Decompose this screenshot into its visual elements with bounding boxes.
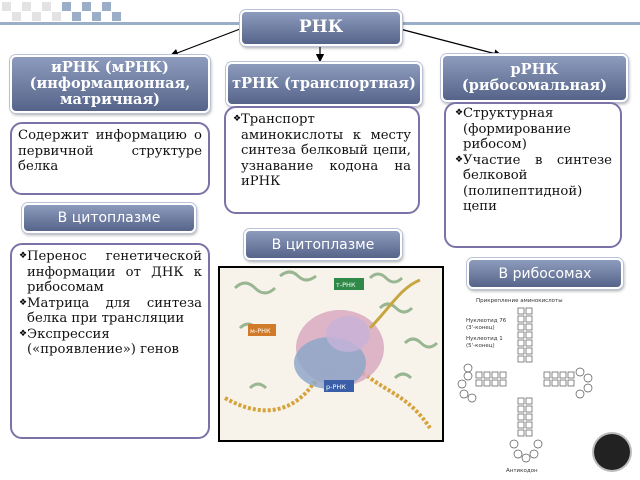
trna-location-badge: В цитоплазме	[244, 229, 402, 260]
mrna-function-2: Матрица для синтеза белка при трансляции	[19, 296, 202, 327]
decorative-checker	[0, 0, 300, 22]
header-rrna-title: рРНК (рибосомальная)	[461, 60, 608, 94]
mrna-function-1: Перенос генетической информации от ДНК к…	[19, 249, 202, 296]
mrna-description-box: Содержит информацию о первичной структур…	[10, 122, 210, 195]
label-nucleotide76: Нуклеотид 76	[466, 318, 507, 324]
label-anticodon: Антикодон	[506, 468, 538, 474]
trna-cloverleaf-diagram: Прикрепление аминокислоты Нуклеотид 76 (…	[457, 298, 593, 474]
header-mrna: иРНК (мРНК) (информационная, матричная)	[10, 55, 210, 113]
header-trna: тРНК (транспортная)	[226, 62, 422, 106]
rrna-function-1: Структурная (формирование рибосом)	[455, 106, 612, 153]
rrna-functions-box: Структурная (формирование рибосом) Участ…	[444, 102, 622, 248]
trna-description: Транспорт аминокислоты к месту синтеза б…	[233, 112, 411, 190]
label-mrna: м-РНК	[250, 327, 271, 335]
rrna-location: В рибосомах	[498, 265, 592, 282]
mrna-functions-box: Перенос генетической информации от ДНК к…	[10, 243, 210, 439]
mrna-function-3: Экспрессия («проявление») генов	[19, 327, 202, 358]
label-nucleotide1: Нуклеотид 1	[466, 336, 503, 342]
trna-location: В цитоплазме	[271, 236, 375, 253]
label-trna: т-РНК	[336, 281, 356, 289]
ribosome-translation-image: т-РНК м-РНК р-РНК	[218, 266, 444, 442]
header-trna-title: тРНК (транспортная)	[232, 74, 416, 92]
mrna-location-badge: В цитоплазме	[22, 203, 196, 233]
header-rna-title: РНК	[298, 17, 344, 38]
rrna-function-2: Участие в синтезе белковой (полипептидно…	[455, 153, 612, 215]
header-mrna-title: иРНК (мРНК) (информационная, матричная)	[29, 58, 191, 109]
mrna-description: Содержит информацию о первичной структур…	[18, 128, 202, 174]
header-rna: РНК	[240, 10, 402, 46]
label-3-end: (3'-конец)	[466, 325, 495, 331]
trna-description-box: Транспорт аминокислоты к месту синтеза б…	[224, 106, 420, 214]
label-attachment: Прикрепление аминокислоты	[476, 298, 563, 304]
logo-icon	[594, 434, 630, 470]
label-rrna: р-РНК	[326, 383, 346, 391]
header-rrna: рРНК (рибосомальная)	[441, 54, 628, 102]
label-5-end: (5'-конец)	[466, 343, 495, 349]
rrna-location-badge: В рибосомах	[467, 258, 623, 289]
mrna-location: В цитоплазме	[57, 210, 161, 226]
